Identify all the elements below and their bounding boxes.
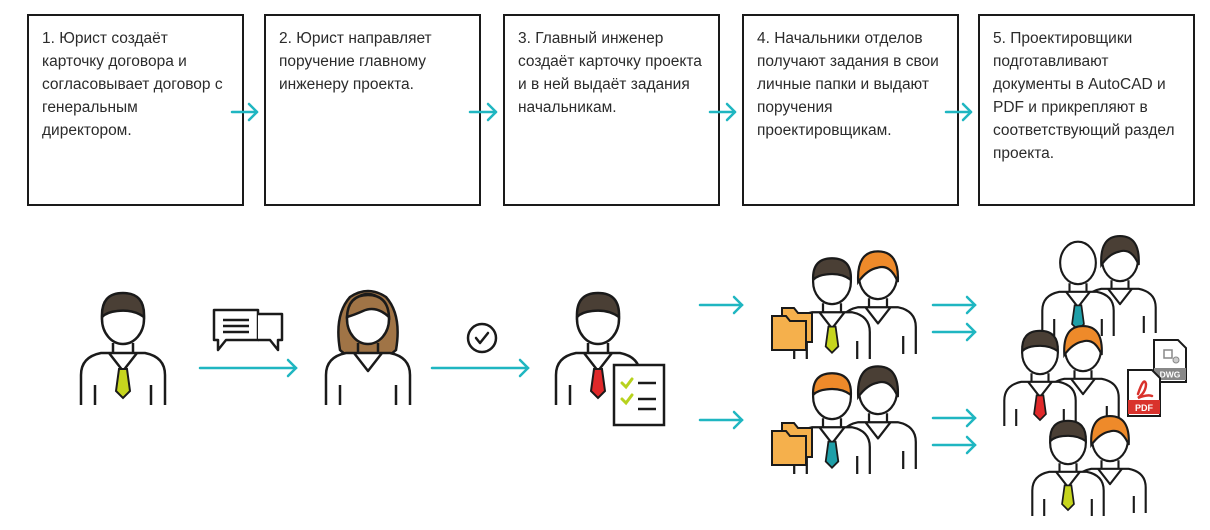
arrow-icon bbox=[931, 295, 977, 315]
step-box-1: 1. Юрист создаёт карточку договора и сог… bbox=[27, 14, 244, 206]
arrow-icon bbox=[931, 435, 977, 455]
dwg-label: DWG bbox=[1160, 370, 1181, 380]
pdf-file-icon: PDF bbox=[1127, 369, 1161, 417]
step-text-2: 2. Юрист направляет поручение главному и… bbox=[279, 30, 432, 93]
step-text-1: 1. Юрист создаёт карточку договора и сог… bbox=[42, 30, 223, 139]
step-box-2: 2. Юрист направляет поручение главному и… bbox=[264, 14, 481, 206]
arrow-icon bbox=[698, 295, 744, 315]
arrow-icon bbox=[931, 322, 977, 342]
step-text-3: 3. Главный инженер создаёт карточку прое… bbox=[518, 30, 702, 116]
arrow-icon bbox=[944, 102, 973, 122]
check-circle-icon bbox=[466, 322, 498, 354]
manager-icon bbox=[554, 291, 642, 407]
folder-icon bbox=[771, 307, 813, 351]
step-arrows bbox=[230, 102, 973, 122]
department-heads-top-icon bbox=[771, 250, 917, 361]
folder-icon bbox=[771, 422, 813, 466]
chat-bubbles-icon bbox=[212, 308, 284, 352]
arrow-icon bbox=[931, 408, 977, 428]
arrow-icon bbox=[468, 102, 498, 122]
designers-icon bbox=[1003, 235, 1157, 518]
checklist-icon bbox=[612, 363, 666, 427]
lawyer-icon bbox=[79, 291, 167, 407]
arrow-icon bbox=[230, 102, 259, 122]
dwg-file-icon: DWG bbox=[1153, 339, 1187, 383]
chief-engineer-icon bbox=[324, 289, 412, 407]
pdf-label: PDF bbox=[1135, 403, 1154, 413]
step-box-5: 5. Проектировщики подготавливают докумен… bbox=[978, 14, 1195, 206]
arrow-icon bbox=[708, 102, 737, 122]
step-box-3: 3. Главный инженер создаёт карточку прое… bbox=[503, 14, 720, 206]
arrow-icon bbox=[430, 358, 530, 378]
department-heads-bottom-icon bbox=[771, 365, 917, 476]
step-box-4: 4. Начальники отделов получают задания в… bbox=[742, 14, 959, 206]
step-text-4: 4. Начальники отделов получают задания в… bbox=[757, 30, 939, 139]
arrow-icon bbox=[698, 410, 744, 430]
arrow-icon bbox=[198, 358, 298, 378]
step-text-5: 5. Проектировщики подготавливают докумен… bbox=[993, 30, 1175, 162]
